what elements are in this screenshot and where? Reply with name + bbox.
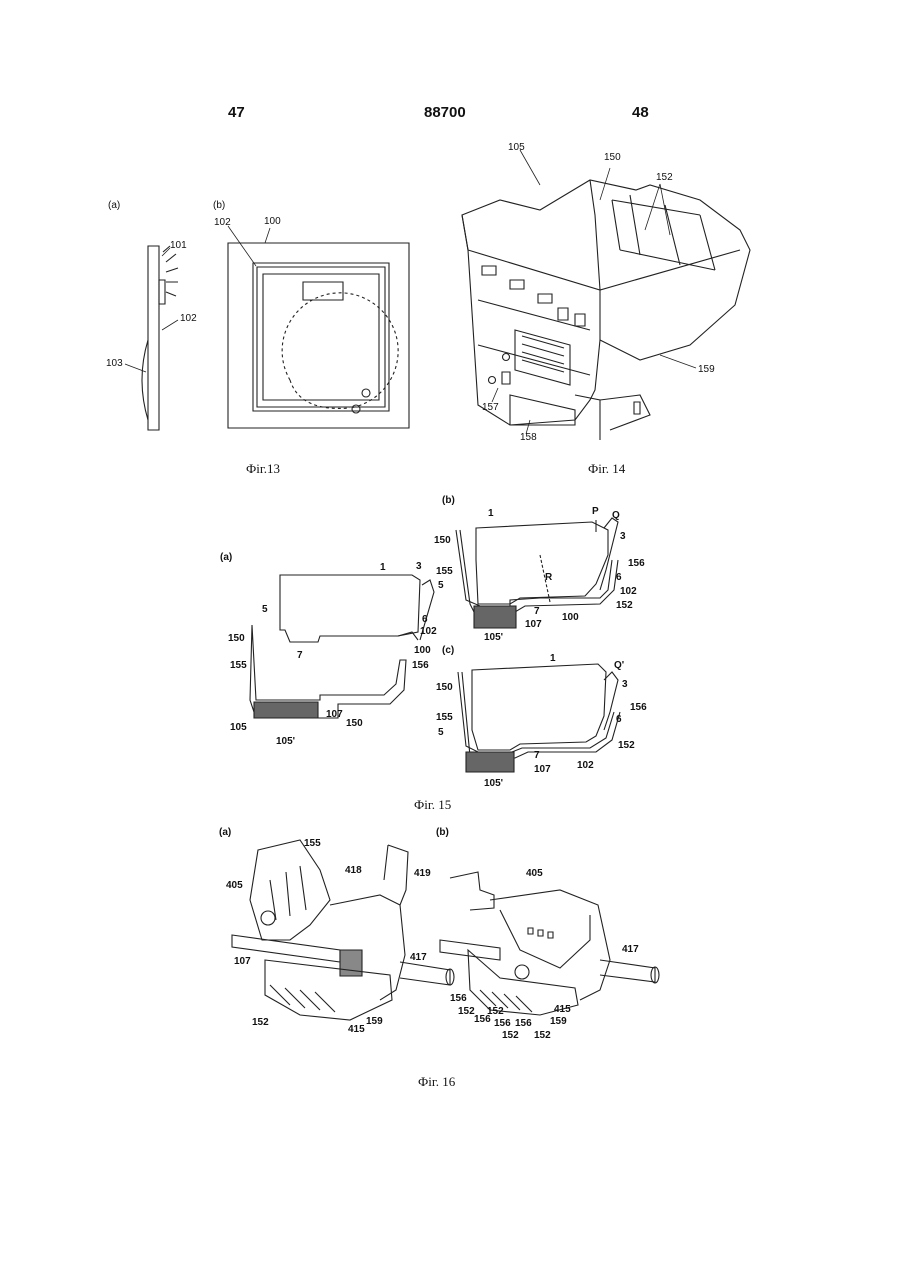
- ref-label: 100: [264, 216, 281, 227]
- ref-label: 419: [414, 868, 431, 879]
- ref-label: 150: [434, 535, 451, 546]
- ref-label: 417: [622, 944, 639, 955]
- ref-label: 105': [276, 736, 295, 747]
- ref-label: 152: [656, 172, 673, 183]
- fig16-subfigure-a-label: (a): [219, 827, 231, 838]
- ref-label: 156: [494, 1018, 511, 1029]
- ref-label: 152: [252, 1017, 269, 1028]
- ref-label: 152: [618, 740, 635, 751]
- ref-label: 156: [515, 1018, 532, 1029]
- ref-label: 6: [422, 614, 428, 625]
- ref-label: 157: [482, 402, 499, 413]
- ref-label: 102: [214, 217, 231, 228]
- ref-label: 415: [554, 1004, 571, 1015]
- ref-label: 3: [622, 679, 628, 690]
- ref-label: 103: [106, 358, 123, 369]
- ref-label: 100: [414, 645, 431, 656]
- ref-label: 7: [297, 650, 303, 661]
- ref-label: 102: [420, 626, 437, 637]
- ref-label: 150: [436, 682, 453, 693]
- ref-label: P: [592, 506, 599, 517]
- fig16a-drawing: [232, 840, 454, 1020]
- ref-label: Q': [614, 660, 624, 671]
- ref-label: 105': [484, 632, 503, 643]
- ref-label: 3: [620, 531, 626, 542]
- ref-label: 107: [234, 956, 251, 967]
- fig15-subfigure-c-label: (c): [442, 645, 454, 656]
- ref-label: 158: [520, 432, 537, 443]
- fig15-subfigure-b-label: (b): [442, 495, 455, 506]
- fig16-subfigure-b-label: (b): [436, 827, 449, 838]
- ref-label: 150: [346, 718, 363, 729]
- ref-label: 107: [534, 764, 551, 775]
- ref-label: 1: [380, 562, 386, 573]
- leader-lines: [125, 150, 696, 434]
- ref-label: 155: [230, 660, 247, 671]
- ref-label: 418: [345, 865, 362, 876]
- ref-label: 155: [436, 712, 453, 723]
- ref-label: 105': [484, 778, 503, 789]
- ref-label: 102: [620, 586, 637, 597]
- ref-label: 156: [630, 702, 647, 713]
- ref-label: 5: [438, 727, 444, 738]
- ref-label: 3: [416, 561, 422, 572]
- fig15a-drawing: [250, 575, 434, 718]
- fig15-caption: Фiг. 15: [414, 797, 451, 813]
- ref-label: 5: [262, 604, 268, 615]
- fig13-caption: Фiг.13: [246, 461, 280, 477]
- ref-label: 7: [534, 606, 540, 617]
- fig14-drawing: [462, 180, 750, 440]
- fig13a-drawing: [142, 246, 178, 430]
- ref-label: 6: [616, 572, 622, 583]
- ref-label: 155: [304, 838, 321, 849]
- ref-label: 105: [508, 142, 525, 153]
- ref-label: 156: [450, 993, 467, 1004]
- fig14-caption: Фiг. 14: [588, 461, 625, 477]
- ref-label: 417: [410, 952, 427, 963]
- ref-label: 405: [526, 868, 543, 879]
- fig13b-drawing: [228, 243, 409, 428]
- ref-label: 150: [228, 633, 245, 644]
- ref-label: 152: [487, 1006, 504, 1017]
- ref-label: 102: [180, 313, 197, 324]
- ref-label: 152: [458, 1006, 475, 1017]
- fig16-caption: Фiг. 16: [418, 1074, 455, 1090]
- fig13-subfigure-b-label: (b): [213, 200, 225, 211]
- ref-label: 159: [550, 1016, 567, 1027]
- ref-label: Q: [612, 510, 620, 521]
- ref-label: 1: [550, 653, 556, 664]
- ref-label: 415: [348, 1024, 365, 1035]
- ref-label: R: [545, 572, 552, 583]
- ref-label: 107: [326, 709, 343, 720]
- fig13-subfigure-a-label: (a): [108, 200, 120, 211]
- ref-label: 105: [230, 722, 247, 733]
- ref-label: 102: [577, 760, 594, 771]
- ref-label: 6: [616, 714, 622, 725]
- ref-label: 152: [502, 1030, 519, 1041]
- ref-label: 100: [562, 612, 579, 623]
- ref-label: 155: [436, 566, 453, 577]
- ref-label: 101: [170, 240, 187, 251]
- ref-label: 107: [525, 619, 542, 630]
- ref-label: 159: [698, 364, 715, 375]
- ref-label: 1: [488, 508, 494, 519]
- ref-label: 152: [534, 1030, 551, 1041]
- ref-label: 159: [366, 1016, 383, 1027]
- ref-label: 7: [534, 750, 540, 761]
- ref-label: 405: [226, 880, 243, 891]
- ref-label: 156: [628, 558, 645, 569]
- fig15-subfigure-a-label: (a): [220, 552, 232, 563]
- ref-label: 5: [438, 580, 444, 591]
- ref-label: 152: [616, 600, 633, 611]
- ref-label: 156: [412, 660, 429, 671]
- ref-label: 150: [604, 152, 621, 163]
